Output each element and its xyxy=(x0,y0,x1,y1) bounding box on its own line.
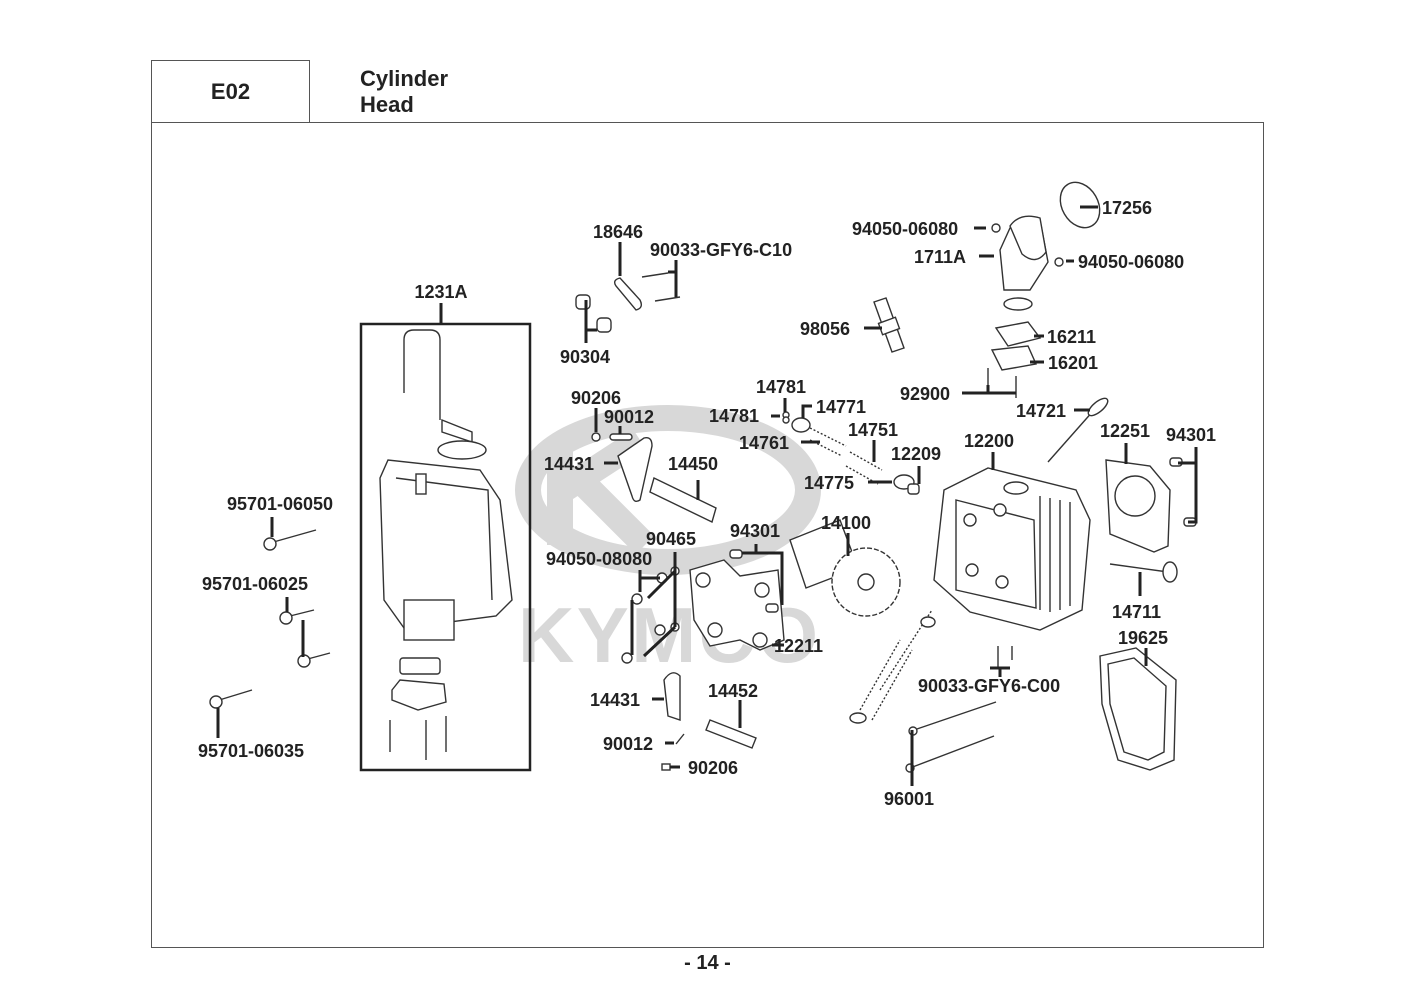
part-label-90012-lower: 90012 xyxy=(603,734,653,754)
cover-assy-box xyxy=(359,322,532,772)
part-label-14761: 14761 xyxy=(739,433,789,453)
part-label-14431-lower: 14431 xyxy=(590,690,640,710)
part-label-14450: 14450 xyxy=(668,454,718,474)
section-title-text: Cylinder Head xyxy=(360,65,449,117)
part-label-14775: 14775 xyxy=(804,473,854,493)
diagram-frame xyxy=(151,122,1264,948)
part-label-14781-left: 14781 xyxy=(709,406,759,426)
leader-line xyxy=(990,666,1010,677)
part-label-90206-lower: 90206 xyxy=(688,758,738,778)
part-label-95701-06050: 95701-06050 xyxy=(227,494,333,514)
cylinder-head-drawing xyxy=(933,467,1091,631)
part-label-94301-right: 94301 xyxy=(1166,425,1216,445)
leader-line xyxy=(1178,447,1198,524)
part-label-12209: 12209 xyxy=(891,444,941,464)
part-label-95701-06025: 95701-06025 xyxy=(202,574,308,594)
part-label-90012: 90012 xyxy=(604,407,654,427)
part-label-96001: 96001 xyxy=(884,789,934,809)
part-label-12251: 12251 xyxy=(1100,421,1150,441)
leader-line xyxy=(801,404,812,418)
part-label-90304: 90304 xyxy=(560,347,610,367)
part-label-95701-06035: 95701-06035 xyxy=(198,741,304,761)
leader-line xyxy=(962,385,1016,395)
part-label-94050-08080: 94050-08080 xyxy=(546,549,652,569)
section-code-text: E02 xyxy=(210,79,251,104)
part-label-94050-06080-right: 94050-06080 xyxy=(1078,252,1184,272)
camshaft-holder-drawing xyxy=(621,549,785,664)
leader-line xyxy=(742,544,784,605)
camshaft-drawing xyxy=(789,519,901,617)
part-label-18646: 18646 xyxy=(593,222,643,242)
part-label-14781-top: 14781 xyxy=(756,377,806,397)
watermark-logo-ring xyxy=(515,405,821,575)
part-label-90033-gfy6-c10: 90033-GFY6-C10 xyxy=(650,240,792,260)
rocker-arms-drawing xyxy=(591,432,757,771)
leader-line xyxy=(630,570,660,655)
part-label-90206: 90206 xyxy=(571,388,621,408)
oil-line-gasket-studs-drawing xyxy=(575,272,681,333)
intake-pipe-drawing xyxy=(987,181,1101,398)
valves-gaskets-drawing xyxy=(905,397,1197,773)
part-label-16201: 16201 xyxy=(1048,353,1098,373)
part-labels: 1231A 95701-06050 95701-06025 95701-0603… xyxy=(198,198,1216,809)
part-label-17256: 17256 xyxy=(1102,198,1152,218)
part-label-14711: 14711 xyxy=(1112,602,1161,622)
part-label-94050-06080-left: 94050-06080 xyxy=(852,219,958,239)
part-label-98056: 98056 xyxy=(800,319,850,339)
part-label-1711a: 1711A xyxy=(914,247,966,267)
valve-spring-group-drawing xyxy=(782,411,936,724)
leader-line xyxy=(584,300,597,343)
part-label-94301-center: 94301 xyxy=(730,521,780,541)
part-label-19625: 19625 xyxy=(1118,628,1168,648)
part-label-14721: 14721 xyxy=(1016,401,1066,421)
cylinder-head-cover-drawing xyxy=(379,329,513,760)
part-label-92900: 92900 xyxy=(900,384,950,404)
part-label-90033-gfy6-c00: 90033-GFY6-C00 xyxy=(918,676,1060,696)
part-label-16211: 16211 xyxy=(1047,327,1096,347)
part-label-14100: 14100 xyxy=(821,513,871,533)
part-label-12211: 12211 xyxy=(774,636,823,656)
part-label-12200: 12200 xyxy=(964,431,1014,451)
part-label-90465: 90465 xyxy=(646,529,696,549)
part-label-14771: 14771 xyxy=(816,397,866,417)
watermark-logo-k xyxy=(547,429,655,555)
section-code: E02 xyxy=(151,60,310,123)
part-label-14452: 14452 xyxy=(708,681,758,701)
part-label-14431: 14431 xyxy=(544,454,594,474)
leader-line xyxy=(668,260,678,297)
page-number: - 14 - xyxy=(684,952,731,974)
spark-plug-drawing xyxy=(873,297,905,353)
part-label-14751: 14751 xyxy=(848,420,898,440)
leader-line xyxy=(642,552,677,658)
part-label-1231a: 1231A xyxy=(414,282,467,302)
section-title: Cylinder Head xyxy=(309,60,459,123)
bolts-left-drawing xyxy=(209,529,331,709)
